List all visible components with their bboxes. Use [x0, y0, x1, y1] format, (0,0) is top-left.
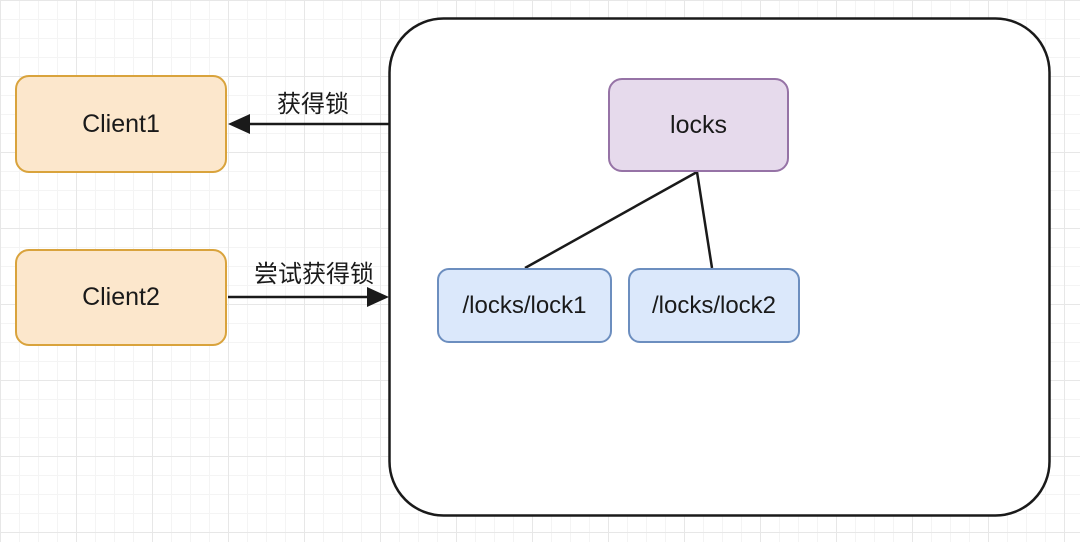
node-locks: locks: [608, 78, 789, 172]
node-lock1: /locks/lock1: [437, 268, 612, 343]
node-lock1-label: /locks/lock1: [462, 291, 587, 319]
edge-locks-to-lock1: [524, 170, 698, 270]
edge-try-acquire-arrowhead: [367, 287, 389, 307]
edge-locks-to-lock2: [695, 171, 714, 269]
node-client2-label: Client2: [82, 283, 160, 311]
node-client2: Client2: [15, 249, 227, 346]
edge-acquire-arrowhead: [228, 114, 250, 134]
node-locks-label: locks: [670, 110, 727, 139]
node-client1: Client1: [15, 75, 227, 173]
locks-container-shape: [388, 17, 1051, 517]
node-lock2: /locks/lock2: [628, 268, 800, 343]
node-lock2-label: /locks/lock2: [651, 291, 777, 319]
node-client1-label: Client1: [82, 109, 160, 138]
edge-acquire-label: 获得锁: [277, 91, 349, 118]
edge-try-acquire-label: 尝试获得锁: [254, 261, 374, 288]
